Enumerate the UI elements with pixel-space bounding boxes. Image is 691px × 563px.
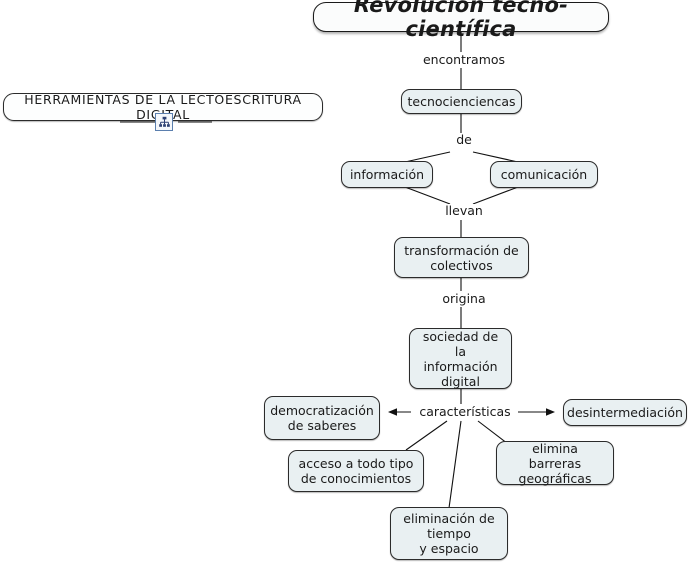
node-eliminacion-de-tiempo-y-espacio[interactable]: eliminación de tiempo y espacio [390,507,508,560]
hierarchy-icon [158,116,170,127]
node-elimina-barreras-geograficas[interactable]: elimina barreras geográficas [496,441,614,486]
concept-map-node-icon[interactable] [155,113,173,131]
link-label-encontramos: encontramos [417,53,511,67]
node-desintermediacion[interactable]: desintermediación [563,399,687,426]
node-informacion[interactable]: información [341,161,433,188]
link-label-origina: origina [431,292,497,306]
connector-caracteristicas-acceso [405,420,448,451]
node-title[interactable]: Revolución tecno-científica [313,0,609,41]
node-acceso-a-todo-tipo-de-conocimientos[interactable]: acceso a todo tipo de conocimientos [288,450,424,492]
connector-comunicacion-llevan [472,186,519,205]
connector-informacion-llevan [404,186,451,205]
node-tecnociencias[interactable]: tecnocienciencas [401,89,522,114]
node-comunicacion[interactable]: comunicación [490,161,598,188]
node-transformacion-de-colectivos[interactable]: transformación de colectivos [394,237,529,278]
connector-caracteristicas-eliminacion [448,420,462,509]
link-label-llevan: llevan [433,204,495,218]
node-sociedad-de-la-informacion-digital[interactable]: sociedad de la información digital [409,328,512,389]
link-label-de: de [446,133,482,147]
link-label-caracteristicas: características [412,405,518,419]
node-democratizacion-de-saberes[interactable]: democratización de saberes [264,396,380,440]
